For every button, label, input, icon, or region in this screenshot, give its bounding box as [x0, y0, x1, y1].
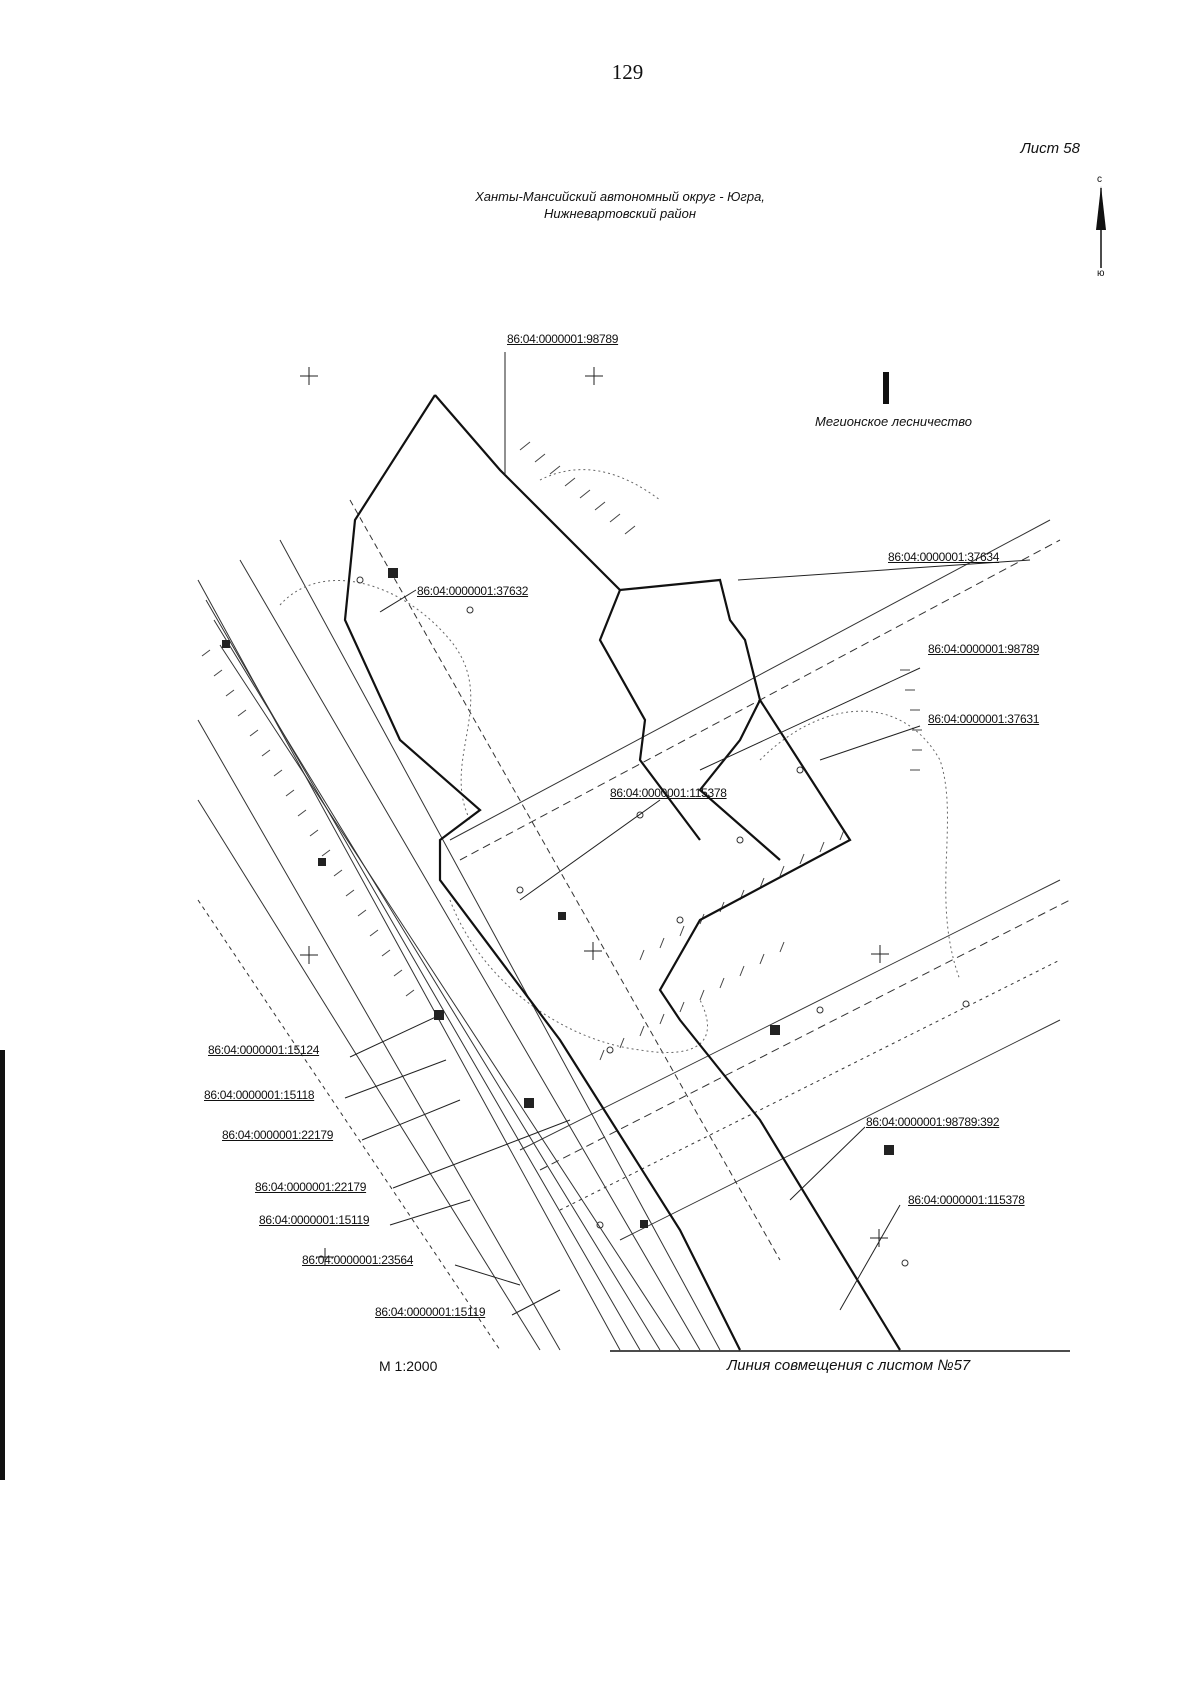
parcel-label: 86:04:0000001:15119 — [375, 1305, 486, 1319]
north-arrow-icon — [1096, 186, 1106, 268]
north-arrow-top-label: с — [1097, 174, 1102, 185]
parcel-label: 86:04:0000001:15119 — [259, 1213, 370, 1227]
north-arrow-bottom-label: ю — [1097, 268, 1105, 279]
parcel-label: 86:04:0000001:115378 — [610, 786, 727, 800]
forestry-marker-icon — [883, 372, 889, 404]
page-number: 129 — [611, 60, 644, 84]
embankment-hatching — [201, 441, 922, 1061]
parcel-label: 86:04:0000001:15118 — [204, 1088, 315, 1102]
allotment-boundary — [343, 394, 901, 1351]
parcel-label: 86:04:0000001:37631 — [928, 712, 1040, 726]
parcel-label: 86:04:0000001:98789 — [507, 332, 619, 346]
grid-crosses — [300, 367, 889, 1266]
parcel-label: 86:04:0000001:37634 — [888, 550, 1000, 564]
header-line-2: Нижневартовский район — [543, 206, 697, 221]
parcel-label: 86:04:0000001:22179 — [255, 1180, 367, 1194]
map-scale: М 1:2000 — [379, 1358, 438, 1374]
parcel-label: 86:04:0000001:37632 — [417, 584, 529, 598]
parcel-label: 86:04:0000001:98789 — [928, 642, 1040, 656]
parcel-label: 86:04:0000001:22179 — [222, 1128, 334, 1142]
scan-edge-bar — [0, 1050, 5, 1480]
label-leaders — [344, 352, 1031, 1316]
contour-lines — [279, 469, 961, 1054]
parcel-label: 86:04:0000001:115378 — [908, 1193, 1025, 1207]
parcel-label: 86:04:0000001:98789:392 — [866, 1115, 1000, 1129]
match-line-label: Линия совмещения с листом №57 — [727, 1357, 971, 1374]
forestry-label: Мегионское лесничество — [815, 414, 972, 429]
road-corridor — [197, 499, 781, 1351]
cross-roads — [449, 519, 1071, 1241]
parcel-label: 86:04:0000001:15124 — [208, 1043, 320, 1057]
map-header: Ханты-Мансийский автономный округ - Югра… — [420, 188, 820, 222]
parcel-label: 86:04:0000001:23564 — [302, 1253, 414, 1267]
sheet-number: Лист 58 — [1020, 140, 1080, 157]
point-symbols — [356, 576, 970, 1267]
header-line-1: Ханты-Мансийский автономный округ - Югра… — [475, 189, 765, 204]
